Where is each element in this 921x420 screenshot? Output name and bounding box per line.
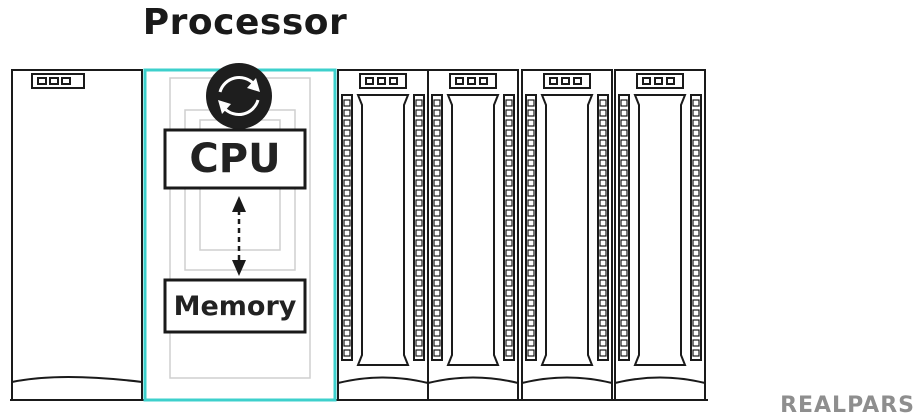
circular-arrows-icon	[206, 63, 272, 129]
realpars-logo: REALPARS	[780, 393, 915, 418]
io-module	[521, 69, 613, 401]
io-modules	[337, 69, 706, 401]
io-module	[614, 69, 706, 401]
memory-box	[163, 278, 307, 334]
io-module	[427, 69, 519, 401]
bidirectional-arrow-icon	[232, 196, 246, 276]
io-module	[337, 69, 429, 401]
cpu-box	[163, 128, 307, 190]
diagram-title: Processor	[142, 2, 348, 43]
power-supply-module	[11, 69, 143, 401]
